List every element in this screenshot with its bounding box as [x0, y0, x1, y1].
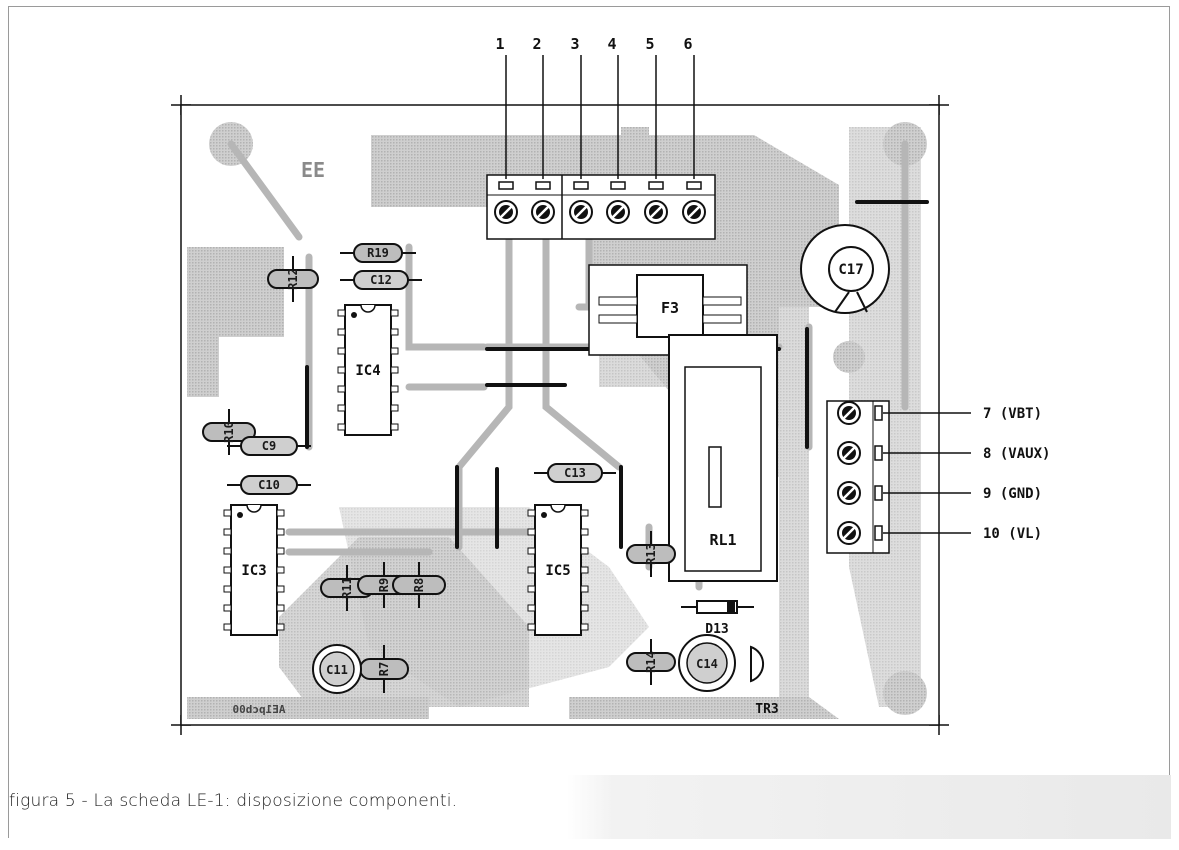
label-r12: R12 — [286, 268, 300, 290]
terminal-screws-right — [837, 401, 883, 545]
terminal-label-3: 3 — [570, 35, 579, 53]
label-ic5: IC5 — [545, 563, 570, 579]
label-r10: R10 — [222, 421, 236, 443]
terminal-label-4: 4 — [607, 35, 616, 53]
label-c11: C11 — [326, 663, 348, 677]
terminal-label-7: 7 (VBT) — [983, 406, 1042, 422]
terminal-label-6: 6 — [683, 35, 692, 53]
capacitor-c10: C10 — [227, 475, 311, 495]
label-ic4: IC4 — [355, 363, 380, 379]
terminal-label-8: 8 (VAUX) — [983, 446, 1050, 462]
ic-ic4: IC4 — [337, 304, 399, 436]
label-c9: C9 — [262, 439, 276, 453]
label-c12: C12 — [370, 273, 392, 287]
label-r11: R11 — [340, 577, 354, 599]
resistor-r10: R10 — [202, 409, 256, 455]
mirrored-board-id: AE1pcb00 — [233, 703, 286, 716]
capacitor-c11: C11 — [312, 644, 362, 694]
resistor-r13: R13 — [626, 531, 676, 577]
transistor-tr3: TR3 — [750, 645, 779, 717]
resistor-r8: R8 — [392, 562, 446, 608]
label-r13: R13 — [644, 543, 658, 565]
label-r8: R8 — [412, 578, 426, 592]
ic-ic3: IC3 — [223, 504, 285, 636]
terminal-block-top — [486, 174, 716, 240]
resistor-r19: R19 — [340, 243, 416, 263]
board-marking: EE — [301, 158, 325, 182]
capacitor-c17: C17 — [800, 224, 890, 314]
terminal-labels-right: 7 (VBT) 8 (VAUX) 9 (GND) 10 (VL) — [883, 406, 1050, 542]
terminal-label-2: 2 — [532, 35, 541, 53]
label-ic3: IC3 — [241, 563, 266, 579]
label-tr3: TR3 — [755, 702, 778, 717]
label-r19: R19 — [367, 246, 389, 260]
resistor-r14: R14 — [626, 639, 676, 685]
figure-caption: figura 5 - La scheda LE-1: disposizione … — [9, 791, 458, 811]
capacitor-c12: C12 — [340, 270, 422, 290]
label-c14: C14 — [696, 657, 718, 671]
diode-d13: D13 — [681, 600, 754, 637]
resistor-r12: R12 — [267, 256, 319, 302]
label-d13: D13 — [705, 622, 728, 637]
capacitor-c9: C9 — [227, 436, 311, 456]
terminal-labels-top: 1 2 3 4 5 6 — [495, 35, 695, 179]
label-c10: C10 — [258, 478, 280, 492]
terminal-label-5: 5 — [645, 35, 654, 53]
ic-ic5: IC5 — [527, 504, 589, 636]
label-f3: F3 — [661, 299, 679, 317]
terminal-label-10: 10 (VL) — [983, 526, 1042, 542]
relay-rl1: RL1 — [668, 334, 778, 582]
label-c13: C13 — [564, 466, 586, 480]
label-rl1: RL1 — [709, 531, 736, 549]
capacitor-c13: C13 — [534, 463, 616, 483]
terminal-label-9: 9 (GND) — [983, 486, 1042, 502]
resistor-r7: R7 — [359, 645, 409, 693]
terminal-screws-top — [494, 181, 706, 224]
label-r9: R9 — [377, 578, 391, 592]
caption-strip: figura 5 - La scheda LE-1: disposizione … — [9, 775, 1171, 839]
capacitor-c14: C14 — [678, 634, 736, 692]
label-r7: R7 — [377, 662, 391, 676]
terminal-label-1: 1 — [495, 35, 504, 53]
label-r14: R14 — [644, 651, 658, 673]
label-c17: C17 — [838, 262, 863, 278]
